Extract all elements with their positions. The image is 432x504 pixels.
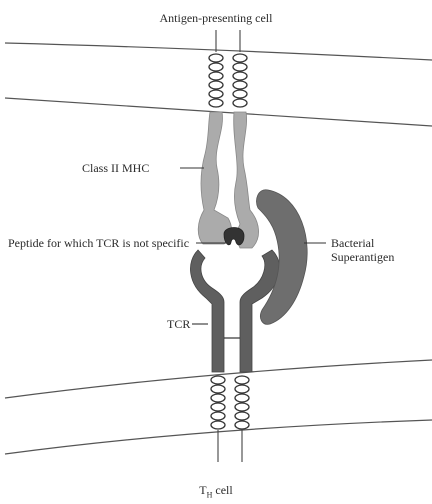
class-ii-mhc-label: Class II MHC: [82, 161, 149, 175]
mhc-tails: [216, 30, 240, 52]
mhc-alpha-chain: [198, 112, 231, 244]
mhc-transmembrane-coils: [209, 54, 247, 107]
peptide-label: Peptide for which TCR is not specific: [8, 236, 193, 250]
th-cell-label-suffix: cell: [212, 483, 232, 497]
apc-membrane-outer-line: [5, 43, 432, 60]
bacterial-superantigen-label: Bacterial Superantigen: [331, 236, 431, 264]
tcr-transmembrane-coils: [211, 376, 249, 429]
tcr-tails: [218, 430, 242, 462]
th-cell-label-main: T: [199, 483, 206, 497]
tcr-label: TCR: [167, 317, 190, 331]
antigen-presenting-cell-label: Antigen-presenting cell: [0, 11, 432, 25]
peptide: [224, 228, 244, 245]
class-ii-mhc: [198, 112, 258, 248]
tcr-alpha-chain: [190, 250, 224, 372]
th-cell-label: TH cell: [0, 483, 432, 502]
